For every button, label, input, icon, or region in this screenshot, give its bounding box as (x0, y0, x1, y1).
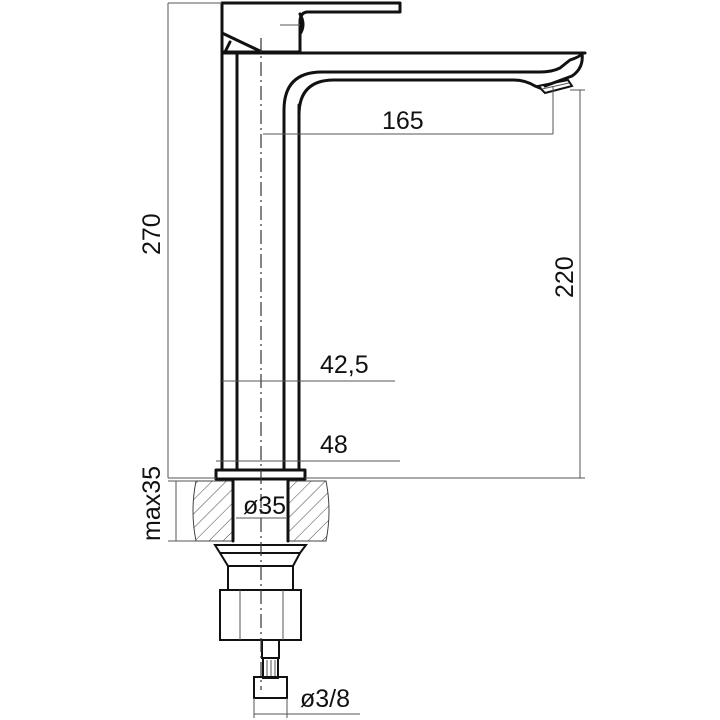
lever-handle (220, 1, 402, 54)
dim-body-width-upper: 42,5 (320, 351, 369, 379)
deck-section (192, 479, 330, 543)
dim-spout-reach: 165 (382, 107, 424, 135)
dim-connection-thread: ø3/8 (300, 685, 350, 713)
dim-spout-height: 220 (551, 256, 579, 298)
dim-hole-diameter: ø35 (243, 492, 286, 520)
dimension-lines (167, 2, 585, 718)
dim-total-height: 270 (138, 213, 166, 255)
dim-max-deck-thickness: max35 (138, 466, 166, 541)
dim-base-width: 48 (320, 431, 348, 459)
faucet-body (220, 51, 587, 472)
